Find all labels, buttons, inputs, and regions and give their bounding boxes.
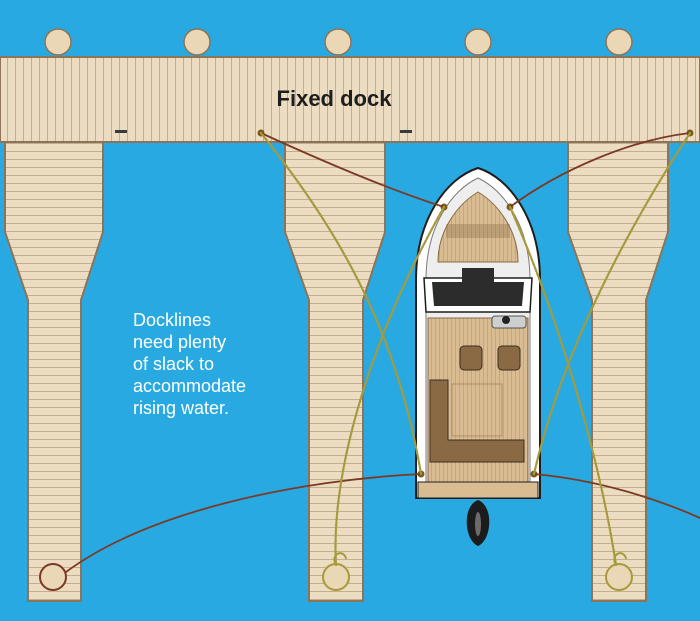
note-line: rising water. <box>133 398 229 418</box>
note-line: need plenty <box>133 332 226 352</box>
spring-line-2 <box>334 205 446 567</box>
note-line: Docklines <box>133 310 211 330</box>
aft-lounge <box>429 379 525 463</box>
dock-title: Fixed dock <box>277 86 393 111</box>
dockline-note: Docklines need plenty of slack to accomm… <box>133 310 246 418</box>
dockline-bow-starboard <box>509 132 691 208</box>
spring-line-3 <box>508 205 618 567</box>
note-line: of slack to <box>133 354 214 374</box>
finger-pier-left <box>4 141 104 602</box>
spring-line-1 <box>259 131 423 476</box>
spring-line-4 <box>532 131 692 476</box>
piling-icon <box>605 563 633 591</box>
piling-icon <box>183 28 211 56</box>
boat <box>415 166 541 546</box>
note-line: accommodate <box>133 376 246 396</box>
finger-end-pilings <box>39 563 633 591</box>
finger-pier-right <box>567 141 669 602</box>
piling-icon <box>322 563 350 591</box>
dockline-stern-starboard <box>533 473 700 519</box>
passenger-seat <box>497 345 521 371</box>
piling-icon <box>39 563 67 591</box>
piling-icon <box>464 28 492 56</box>
bow-deck <box>437 191 519 263</box>
piling-icon <box>44 28 72 56</box>
piling-icon <box>605 28 633 56</box>
docklines <box>65 131 700 573</box>
helm-seat <box>459 345 483 371</box>
dockline-stern-port <box>65 473 422 573</box>
piling-icon <box>324 28 352 56</box>
top-pilings <box>44 28 633 56</box>
dockline-bow-port <box>260 132 445 208</box>
